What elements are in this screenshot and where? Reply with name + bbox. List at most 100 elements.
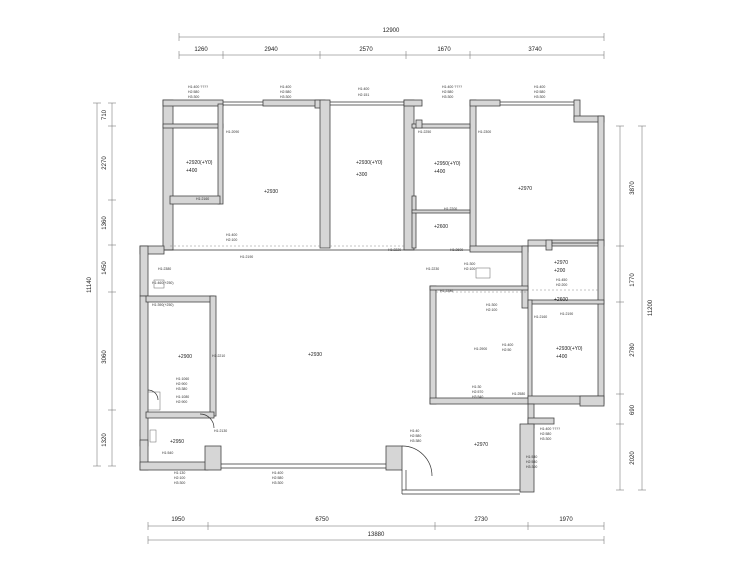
bottom-dim-3: 2730 xyxy=(474,517,488,523)
top-dimensions: 12900 1260 2940 2570 1670 3740 xyxy=(178,28,605,59)
room-sub-6: +200 xyxy=(554,268,565,274)
annotation-block: H1:400 H2:580 H3:300 xyxy=(280,85,291,99)
annotation-line: H3:300 xyxy=(540,437,551,441)
annotation-block: H1:300 H2:100 xyxy=(464,262,475,271)
room-height-6: +2970 xyxy=(554,260,568,266)
left-dim-6: 1320 xyxy=(102,433,108,447)
annotation-line: H1:2200 xyxy=(444,207,457,211)
right-dim-1: 3870 xyxy=(630,181,636,195)
annotation-line: H1:2190 xyxy=(560,312,573,316)
annotation-line: H2:151 xyxy=(358,93,369,97)
annotation-line: H3:300 xyxy=(526,465,537,469)
annotation-block: H1:1080 H2:900 xyxy=(176,395,189,404)
room-height-5: +2970 xyxy=(518,186,532,192)
annotation-block: H1:400 ???? H2:580 H3:300 xyxy=(540,427,560,441)
room-height-2: +2930 xyxy=(264,189,278,195)
left-dim-2: 2270 xyxy=(102,156,108,170)
right-dimensions: 3870 1770 2780 690 2020 11200 xyxy=(616,125,654,491)
room-height-1: +2920(+Y0) xyxy=(186,160,213,166)
annotation-line: H2:100 xyxy=(226,238,237,242)
annotation-line: H1:40 xyxy=(410,429,419,433)
annotation-line: H3:380 xyxy=(176,387,187,391)
annotation-line: H2:200 xyxy=(556,283,567,287)
annotation-line: H1:2580 xyxy=(512,392,525,396)
annotation-line: H2:580 xyxy=(272,476,283,480)
annotation-line: H1:540 xyxy=(162,451,173,455)
bottom-dim-4: 1970 xyxy=(559,517,573,523)
walls xyxy=(139,99,605,495)
annotations: H1:400 ???? H2:580 H3:300 H1:400 H2:580 … xyxy=(152,85,573,485)
annotation-line: H1:400 ???? xyxy=(540,427,560,431)
right-dim-5: 2020 xyxy=(630,451,636,465)
annotation-line: H1:460(+250) xyxy=(152,281,174,285)
annotation-line: H1:2130 xyxy=(214,429,227,433)
annotation-line: H1:400 xyxy=(272,471,283,475)
left-dim-3: 1360 xyxy=(102,216,108,230)
top-dim-1: 1260 xyxy=(194,47,208,53)
annotation-line: H3:300 xyxy=(272,481,283,485)
annotation-line: H2:580 xyxy=(534,90,545,94)
annotation-line: H1:2300 xyxy=(478,130,491,134)
annotation-block: H1:530 H2:580 H3:300 xyxy=(526,455,537,469)
annotation-line: H3:300 xyxy=(188,95,199,99)
annotation-line: H3:380 xyxy=(410,439,421,443)
top-dim-2: 2940 xyxy=(264,47,278,53)
annotation-line: H2:580 xyxy=(280,90,291,94)
room-height-3: +2930(+Y0) xyxy=(356,160,383,166)
annotation-line: H1:2900 xyxy=(474,347,487,351)
top-dim-3: 2570 xyxy=(359,47,373,53)
annotation-block: H1:400 H2:580 H3:300 xyxy=(534,85,545,99)
annotation-line: H2:580 xyxy=(526,460,537,464)
right-dim-3: 2780 xyxy=(630,343,636,357)
annotation-line: H1:2190 xyxy=(240,255,253,259)
annotation-line: H1:530 xyxy=(526,455,537,459)
room-height-12: +2970 xyxy=(474,442,488,448)
annotation-line: H1:400 ???? xyxy=(442,85,462,89)
left-dim-5: 3060 xyxy=(102,350,108,364)
annotation-line: H1:2160 xyxy=(196,197,209,201)
annotation-line: H3:300 xyxy=(280,95,291,99)
annotation-block: H1:400 H2:151 xyxy=(358,87,369,97)
doors xyxy=(147,389,433,477)
dashed-lines xyxy=(170,245,598,293)
annotation-line: H1:400 xyxy=(280,85,291,89)
left-dimensions: 11140 710 2270 1360 1450 3060 1320 xyxy=(87,102,116,467)
right-dim-4: 690 xyxy=(630,404,636,415)
left-total-label: 11140 xyxy=(87,276,93,292)
right-dim-2: 1770 xyxy=(630,273,636,287)
annotation-line: H1:300 xyxy=(486,303,497,307)
annotation-block: H1:1060 H2:900 H3:380 xyxy=(176,377,189,391)
annotation-line: H1:400 xyxy=(534,85,545,89)
annotation-line: H1:130 xyxy=(174,471,185,475)
annotation-line: H1:390(+250) xyxy=(152,303,174,307)
annotation-line: H3:300 xyxy=(534,95,545,99)
bottom-total-label: 13880 xyxy=(368,532,385,538)
annotation-line: H1:2210 xyxy=(212,354,225,358)
top-total-label: 12900 xyxy=(383,28,400,34)
room-sub-8: +400 xyxy=(556,354,567,360)
top-dim-5: 3740 xyxy=(528,47,542,53)
annotation-block: H1:400 H2:100 xyxy=(226,233,237,242)
room-height-9: +2900 xyxy=(178,354,192,360)
annotation-line: H1:2090 xyxy=(226,130,239,134)
annotation-line: H2:100 xyxy=(486,308,497,312)
annotation-line: H1:1080 xyxy=(176,395,189,399)
room-sub-4: +400 xyxy=(434,169,445,175)
annotation-block: H1:450 H2:200 xyxy=(556,278,567,287)
annotation-block: H1:130 H2:100 H3:300 xyxy=(174,471,185,485)
annotation-block: H1:400 H2:50 xyxy=(502,343,513,352)
annotation-line: H1:400 xyxy=(226,233,237,237)
annotation-block: H1:400 H2:580 H3:300 xyxy=(272,471,283,485)
annotation-block: H1:400 ???? H2:580 H3:300 xyxy=(442,85,462,99)
annotation-line: H3:540 xyxy=(472,395,483,399)
room-sub-1: +400 xyxy=(186,168,197,174)
room-height-13: +2600 xyxy=(434,224,448,230)
room-height-7: +2600 xyxy=(554,297,568,303)
annotation-line: H1:2380 xyxy=(158,267,171,271)
annotation-line: H2:570 xyxy=(472,390,483,394)
annotation-line: H2:900 xyxy=(176,382,187,386)
room-labels: +2920(+Y0) +400 +2930 +2930(+Y0) +300 +2… xyxy=(170,160,583,448)
left-dim-4: 1450 xyxy=(102,261,108,275)
annotation-line: H3:300 xyxy=(442,95,453,99)
